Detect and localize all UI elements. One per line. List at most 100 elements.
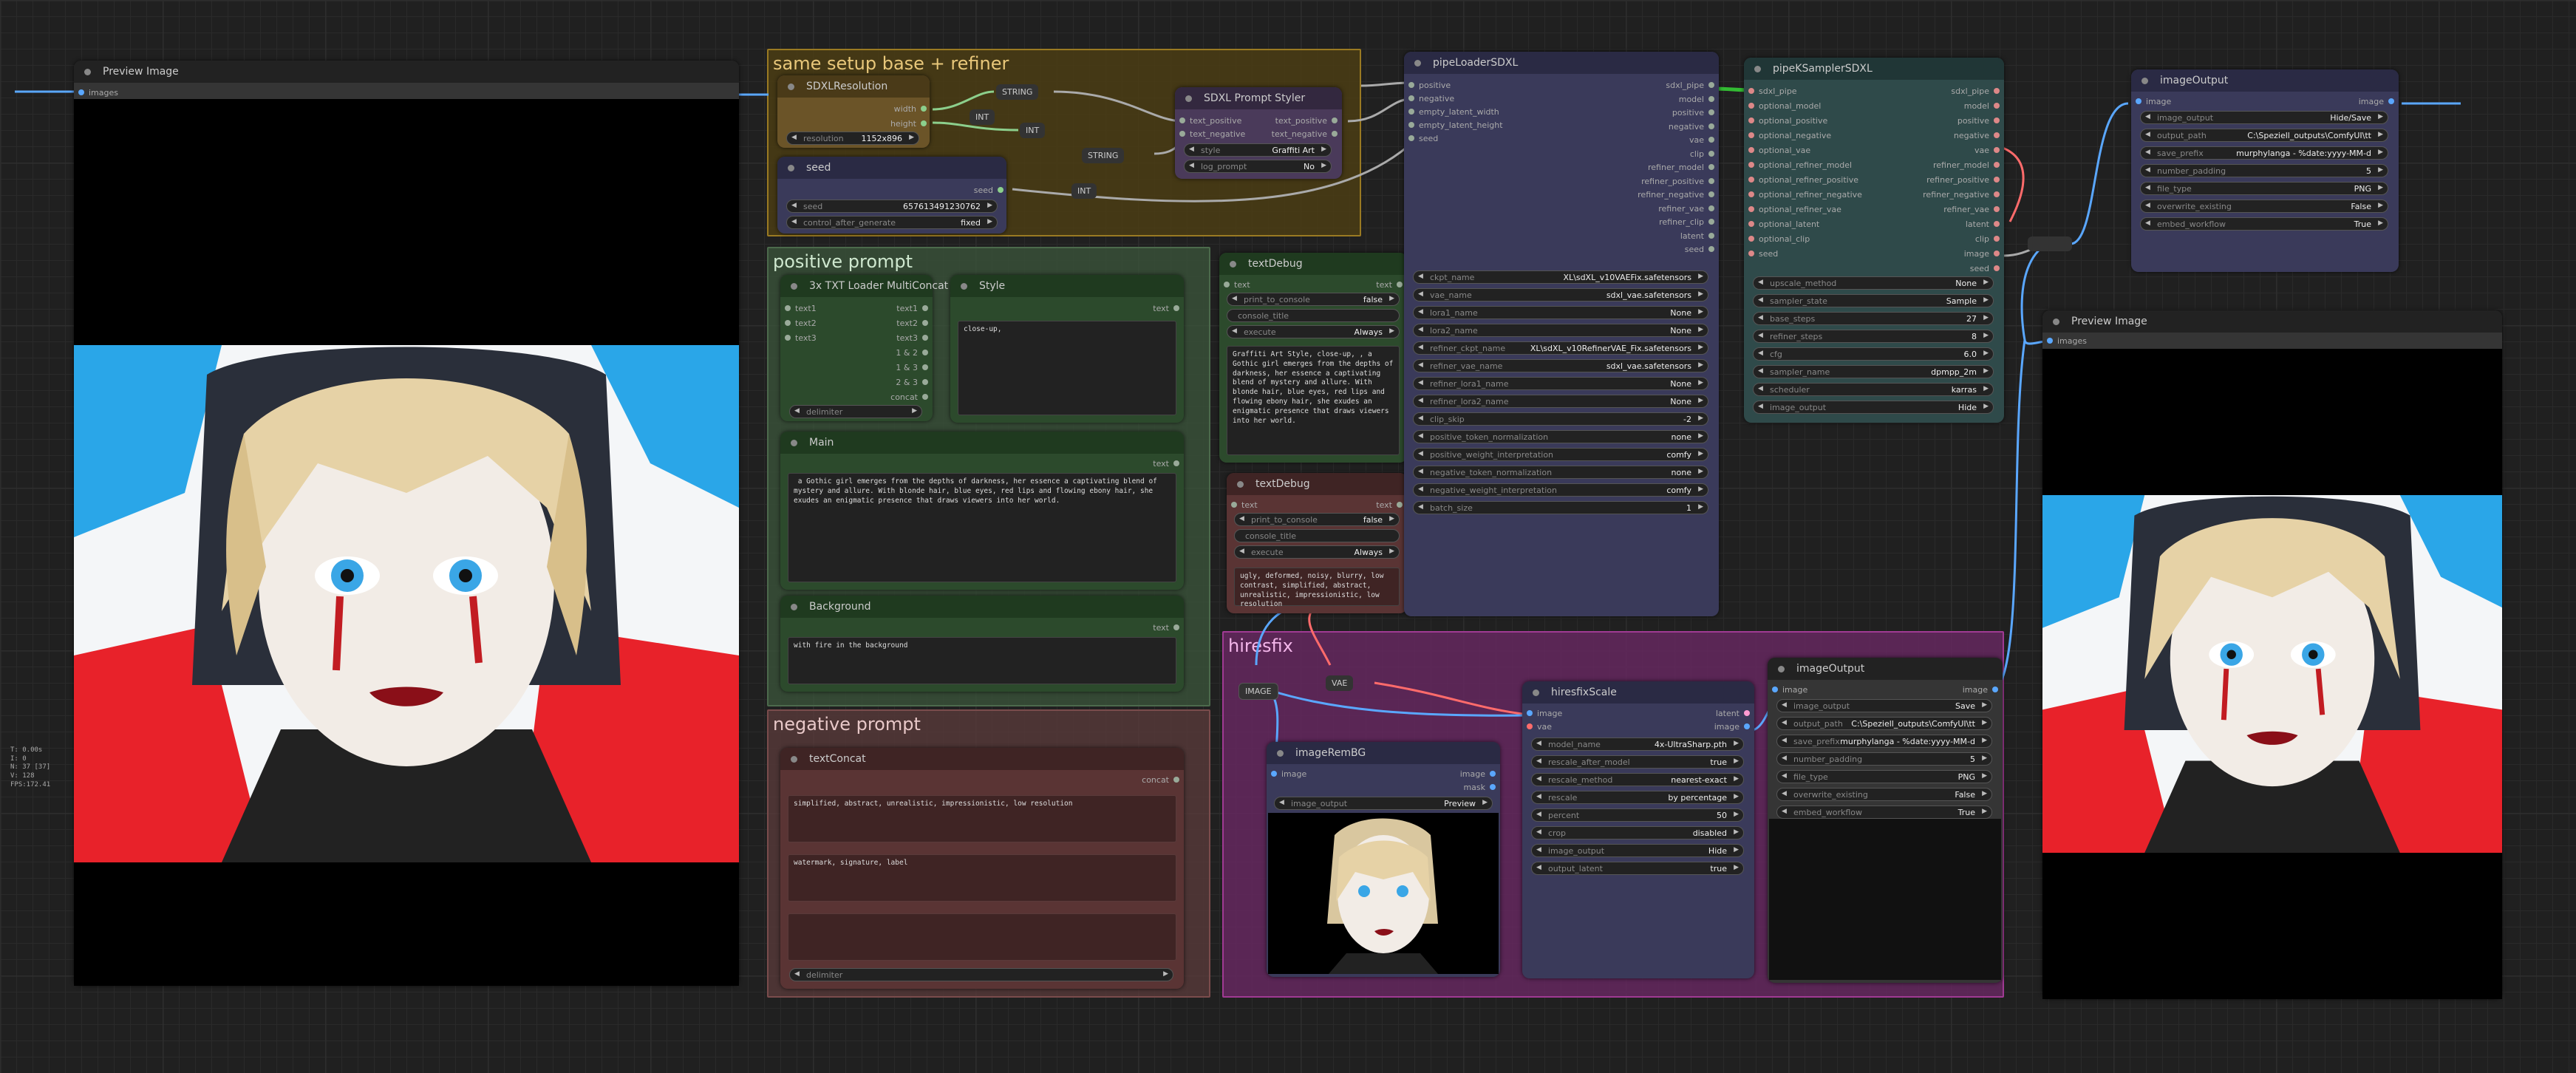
images-input-slot[interactable]: images <box>78 89 118 97</box>
node-header[interactable]: seed <box>777 157 1006 179</box>
collapse-dot-icon[interactable] <box>1754 65 1761 72</box>
concat-1-3-output-slot[interactable]: 1 & 3 <box>896 364 928 372</box>
slot-negative[interactable]: negative <box>1408 95 1454 103</box>
slot-optional-refiner-model[interactable]: optional_refiner_model <box>1748 161 1852 169</box>
slot-clip[interactable]: clip <box>1690 150 1715 158</box>
slot-vae[interactable]: vae <box>1689 136 1715 144</box>
slot-optional-refiner-vae[interactable]: optional_refiner_vae <box>1748 205 1841 214</box>
slot-negative[interactable]: negative <box>1669 123 1715 131</box>
console-title-input[interactable]: console_title <box>1234 529 1400 542</box>
node-header[interactable]: textDebug <box>1227 473 1407 495</box>
node-header[interactable]: Background <box>780 596 1184 618</box>
slot-empty-latent-height[interactable]: empty_latent_height <box>1408 121 1503 129</box>
slot-sdxl-pipe[interactable]: sdxl_pipe <box>1951 87 2000 95</box>
slot-sdxl-pipe[interactable]: sdxl_pipe <box>1748 87 1797 95</box>
slot-model[interactable]: model <box>1679 95 1715 103</box>
text-debug-node-negative[interactable]: textDebug text text print_to_consolefals… <box>1227 473 1407 613</box>
slot-refiner-clip[interactable]: refiner_clip <box>1659 218 1714 226</box>
image-input-slot[interactable]: image <box>1772 686 1807 694</box>
latent-output-slot[interactable]: latent <box>1716 709 1751 718</box>
node-header[interactable]: textDebug <box>1219 253 1407 275</box>
image-output-slot[interactable]: image <box>1460 770 1496 778</box>
collapse-dot-icon[interactable] <box>2053 318 2059 325</box>
slot-refiner-model[interactable]: refiner_model <box>1933 161 2000 169</box>
vae-input-slot[interactable]: vae <box>1527 723 1552 731</box>
image-input-slot[interactable]: image <box>1271 770 1306 778</box>
sdxl-resolution-node[interactable]: SDXLResolution width height resolution11… <box>777 75 930 148</box>
image-output-slot[interactable]: image <box>1714 723 1751 731</box>
collapse-dot-icon[interactable] <box>961 282 967 290</box>
slot-refiner-positive[interactable]: refiner_positive <box>1926 176 2000 184</box>
collapse-dot-icon[interactable] <box>1533 689 1539 696</box>
image-input-slot[interactable]: image <box>1527 709 1562 718</box>
text-output-slot[interactable]: text <box>1376 281 1403 289</box>
text-negative-input-slot[interactable]: text_negative <box>1179 130 1245 138</box>
slot-positive[interactable]: positive <box>1672 109 1715 117</box>
reroute-string-2[interactable]: STRING <box>1082 148 1125 163</box>
reroute-image[interactable]: IMAGE <box>1238 683 1278 700</box>
background-textarea[interactable]: with fire in the background <box>788 637 1176 684</box>
slot-optional-refiner-positive[interactable]: optional_refiner_positive <box>1748 176 1858 184</box>
widget-output-path[interactable]: output_pathC:\Speziell_outputs\ComfyUI\t… <box>1776 717 1992 730</box>
collapse-dot-icon[interactable] <box>1185 95 1192 102</box>
text1-input-slot[interactable]: text1 <box>785 304 817 313</box>
collapse-dot-icon[interactable] <box>791 755 797 763</box>
node-header[interactable]: imageOutput <box>2131 69 2399 92</box>
slot-refiner-negative[interactable]: refiner_negative <box>1638 191 1714 199</box>
collapse-dot-icon[interactable] <box>84 68 91 75</box>
slot-latent[interactable]: latent <box>1680 232 1715 240</box>
node-header[interactable]: imageOutput <box>1768 658 2003 680</box>
node-header[interactable]: Main <box>780 432 1184 454</box>
collapse-dot-icon[interactable] <box>791 282 797 290</box>
widget-clip-skip[interactable]: clip_skip-2 <box>1413 412 1708 426</box>
text-concat-node[interactable]: textConcat concat simplified, abstract, … <box>780 748 1184 989</box>
slot-clip[interactable]: clip <box>1975 235 2000 243</box>
delimiter-input[interactable]: delimiter <box>789 968 1173 981</box>
slot-refiner-negative[interactable]: refiner_negative <box>1923 191 2000 199</box>
text1-textarea[interactable]: simplified, abstract, unrealistic, impre… <box>788 795 1176 842</box>
concat-2-3-output-slot[interactable]: 2 & 3 <box>896 378 928 386</box>
text2-input-slot[interactable]: text2 <box>785 319 817 327</box>
text-output-slot[interactable]: text <box>1153 304 1179 313</box>
image-input-slot[interactable]: image <box>2136 98 2171 106</box>
concat-output-slot[interactable]: concat <box>890 393 928 401</box>
node-header[interactable]: Preview Image <box>74 61 739 83</box>
text2-textarea[interactable]: watermark, signature, label <box>788 854 1176 902</box>
node-header[interactable]: Preview Image <box>2042 310 2502 333</box>
concat-output-slot[interactable]: concat <box>1142 776 1179 784</box>
slot-positive[interactable]: positive <box>1408 81 1451 89</box>
txt-loader-multiconcat-node[interactable]: 3x TXT Loader MultiConcat text1 text2 te… <box>780 275 948 421</box>
preview-image-node-left[interactable]: Preview Image images <box>74 61 739 986</box>
slot-positive[interactable]: positive <box>1957 117 2000 125</box>
widget-refiner-ckpt-name[interactable]: refiner_ckpt_nameXL\sdXL_v10RefinerVAE_F… <box>1413 341 1708 355</box>
slot-negative[interactable]: negative <box>1954 132 2000 140</box>
